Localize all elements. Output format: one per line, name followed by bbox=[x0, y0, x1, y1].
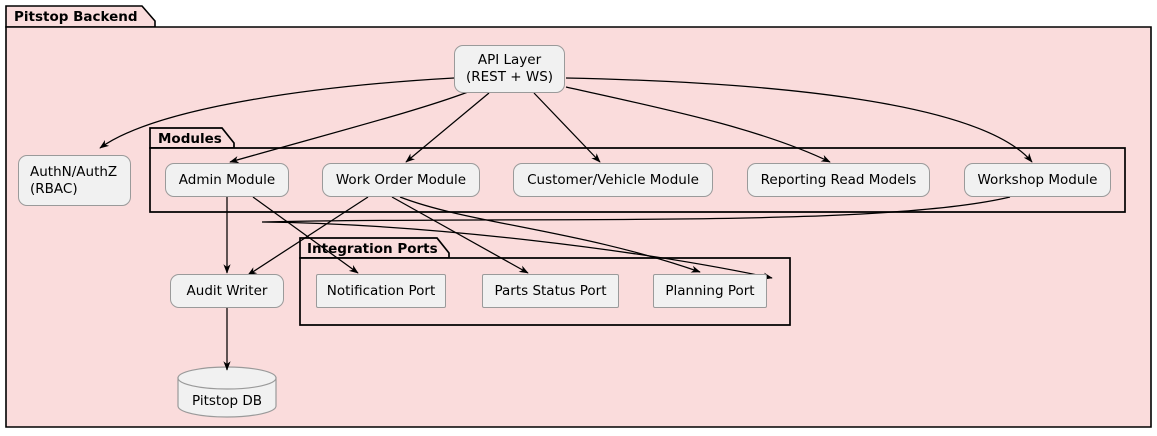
package-label-integration-ports: Integration Ports bbox=[307, 241, 438, 257]
node-notification-port[interactable]: Notification Port bbox=[316, 274, 446, 308]
node-work-order-module[interactable]: Work Order Module bbox=[322, 163, 480, 197]
node-audit-writer[interactable]: Audit Writer bbox=[170, 274, 284, 308]
package-pitstop-backend bbox=[5, 5, 1152, 428]
node-admin-module[interactable]: Admin Module bbox=[165, 163, 289, 197]
node-api-layer[interactable]: API Layer (REST + WS) bbox=[454, 45, 565, 93]
node-parts-status-port[interactable]: Parts Status Port bbox=[482, 274, 619, 308]
package-label-pitstop-backend: Pitstop Backend bbox=[14, 9, 138, 25]
node-workshop-module[interactable]: Workshop Module bbox=[964, 163, 1111, 197]
pitstop-db-cylinder bbox=[177, 366, 277, 418]
package-label-modules: Modules bbox=[158, 131, 222, 147]
node-pitstop-db-label[interactable]: Pitstop DB bbox=[192, 393, 262, 409]
node-reporting-read-models[interactable]: Reporting Read Models bbox=[747, 163, 930, 197]
node-authn-authz[interactable]: AuthN/AuthZ (RBAC) bbox=[18, 155, 131, 206]
node-customer-vehicle-module[interactable]: Customer/Vehicle Module bbox=[513, 163, 713, 197]
node-planning-port[interactable]: Planning Port bbox=[653, 274, 767, 308]
